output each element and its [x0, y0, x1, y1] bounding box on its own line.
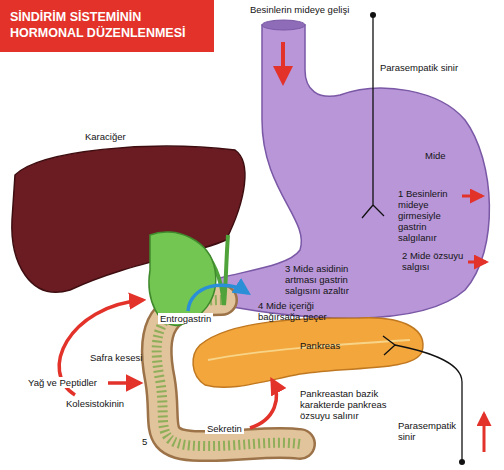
secretin-arrow [250, 380, 276, 428]
step-note: 4 Mide içeriği bağırsağa geçer [258, 300, 338, 322]
step-note: 2 Mide özsuyu salgısı [402, 250, 466, 272]
parasympathetic-nerve [362, 15, 384, 218]
nerve-label: Parasempatik sinir [398, 420, 460, 442]
hormone-label: Kolesistokinin [64, 398, 126, 409]
nutrient-label: Yağ ve Peptidler [26, 377, 99, 388]
organ-label: Karaciğer [85, 131, 126, 142]
pancreas [193, 318, 423, 388]
organ-label: Safra kesesi [90, 352, 142, 363]
food-inflow-label: Besinlerin mideye gelişi [250, 4, 349, 15]
entrogastrin-arrow [188, 285, 248, 311]
stomach [220, 25, 489, 318]
fat-peptide-arrow [108, 381, 140, 385]
secretion-arrow [462, 195, 482, 198]
secretion-arrow [468, 261, 486, 264]
nerve-dot [459, 459, 465, 465]
hormone-label: Entrogastrin [158, 313, 213, 324]
callout-number: 5 [140, 436, 149, 447]
step-note: Pankreastan bazik karakterde pankreas öz… [300, 388, 400, 421]
food-arrow [281, 42, 285, 82]
pancreatic-duct [208, 340, 410, 360]
nerve-dot [370, 12, 376, 18]
nerve-label: Parasempatik sinir [380, 62, 458, 73]
nerve-arrow [483, 414, 486, 452]
step-note: 1 Besinlerin mideye girmesiyle gastrin s… [398, 188, 464, 243]
organ-label: Mide [425, 150, 446, 161]
diagram-title: SİNDİRİM SİSTEMİNİN HORMONAL DÜZENLENMES… [0, 0, 214, 52]
parasympathetic-nerve [383, 336, 462, 462]
gallbladder [149, 232, 216, 326]
step-note: 3 Mide asidinin artması gastrin salgısın… [285, 263, 365, 296]
hormone-label: Sekretin [205, 423, 244, 434]
esophagus-opening [262, 20, 305, 30]
organ-label: Pankreas [300, 340, 340, 351]
